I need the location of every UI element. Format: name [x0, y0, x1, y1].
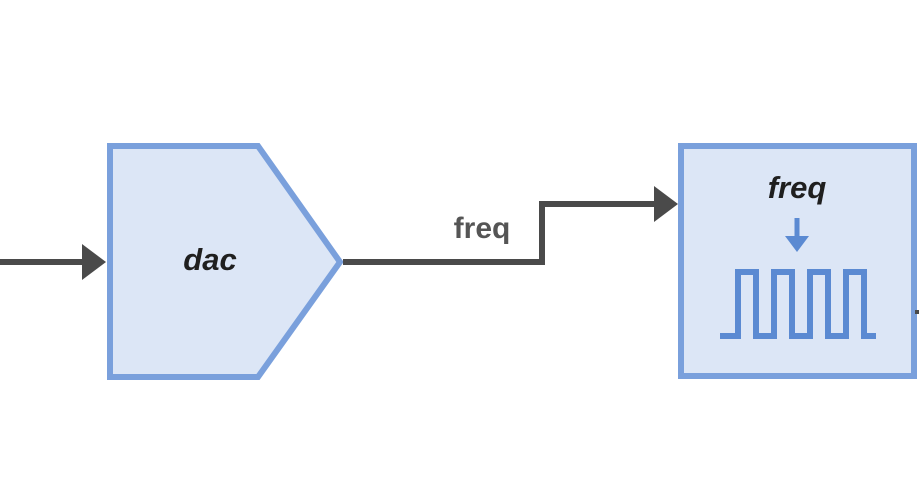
input-arrowhead: [82, 244, 106, 280]
freq-wire-label: freq: [454, 212, 511, 245]
freq-arrowhead: [654, 186, 678, 222]
oscillator-freq-label: freq: [768, 170, 827, 205]
down-arrow-icon: [785, 218, 809, 252]
freq-wire: [343, 201, 656, 265]
square-wave-icon: [720, 269, 876, 339]
dac-block[interactable]: [107, 143, 344, 380]
dac-label: dac: [183, 242, 236, 277]
